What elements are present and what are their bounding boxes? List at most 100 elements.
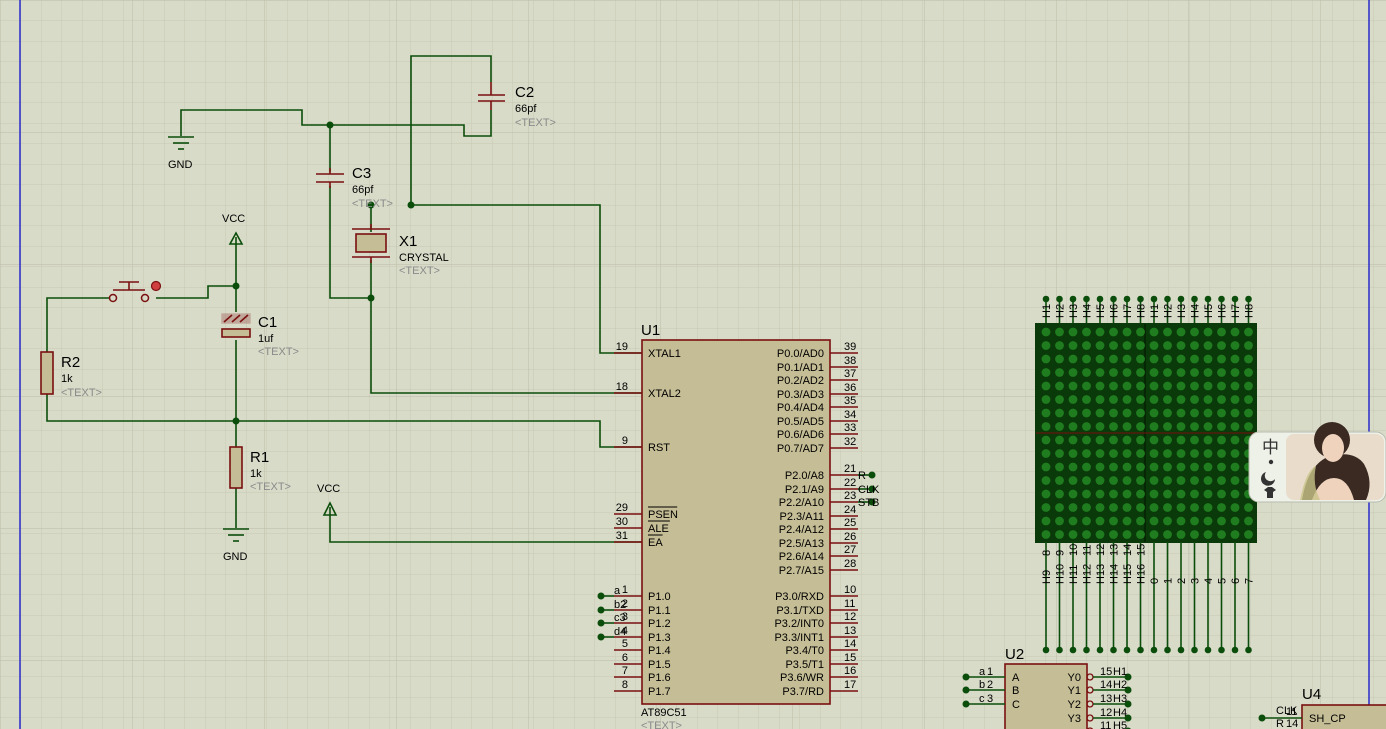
ime-punct-icon[interactable] <box>1268 459 1274 465</box>
capacitor-c3[interactable]: C3 66pf <TEXT> <box>316 165 393 210</box>
matrix-pin-terminal[interactable] <box>1204 295 1212 303</box>
net-terminal[interactable] <box>1124 700 1132 708</box>
matrix-pin-terminal[interactable] <box>1083 646 1090 654</box>
led <box>1203 422 1213 431</box>
ime-floating-widget[interactable]: 中 <box>1248 422 1386 503</box>
vcc-symbol-1[interactable]: VCC <box>222 213 245 245</box>
matrix-pin-terminal[interactable] <box>1150 646 1158 654</box>
led <box>1055 503 1064 512</box>
matrix-pin-terminal[interactable] <box>1069 646 1077 654</box>
net-terminal[interactable] <box>1124 714 1132 722</box>
led <box>1136 449 1145 458</box>
led <box>1149 516 1159 526</box>
u2-pin-name: Y3 <box>1068 713 1081 725</box>
matrix-pin-terminal[interactable] <box>1137 646 1144 654</box>
u1-pin-num: 8 <box>622 679 628 691</box>
resistor-r2[interactable]: R2 1k <TEXT> <box>40 351 102 399</box>
u1-pin-name: P3.3/INT1 <box>774 632 824 644</box>
matrix-pin-terminal[interactable] <box>1245 295 1252 303</box>
led <box>1122 503 1132 512</box>
ic-u1-at89c51[interactable]: U1 AT89C51 <TEXT> 19XTAL118XTAL29RST29PS… <box>597 322 881 729</box>
matrix-pin-terminal[interactable] <box>1245 646 1252 654</box>
led <box>1230 476 1240 485</box>
matrix-pin-terminal[interactable] <box>1069 295 1077 303</box>
led <box>1230 327 1240 337</box>
vcc-symbol-2[interactable]: VCC <box>317 483 340 516</box>
matrix-pin-num: 11 <box>1082 545 1094 556</box>
matrix-bottom-label: 7 <box>1244 578 1256 584</box>
capacitor-c1[interactable]: C1 1uf <TEXT> <box>221 313 299 358</box>
led <box>1068 368 1078 377</box>
matrix-pin-terminal[interactable] <box>1137 295 1144 303</box>
matrix-pin-terminal[interactable] <box>1191 295 1198 303</box>
u1-pin-num: 19 <box>616 341 628 353</box>
matrix-pin-terminal[interactable] <box>1177 295 1185 303</box>
matrix-pin-terminal[interactable] <box>1096 646 1104 654</box>
matrix-pin-terminal[interactable] <box>1123 295 1131 303</box>
matrix-pin-terminal[interactable] <box>1231 295 1239 303</box>
led <box>1082 449 1091 458</box>
led <box>1136 422 1145 431</box>
ic-u4[interactable]: U4 SH_CP CLK 11 R 14 <box>1258 686 1386 729</box>
led <box>1230 368 1240 377</box>
matrix-pin-terminal[interactable] <box>1164 646 1171 654</box>
matrix-pin-terminal[interactable] <box>1231 646 1239 654</box>
switch-actuator-icon[interactable] <box>150 280 162 292</box>
matrix-pin-terminal[interactable] <box>1164 295 1171 303</box>
moon-icon[interactable] <box>1261 472 1275 486</box>
capacitor-c2[interactable]: C2 66pf <TEXT> <box>478 82 556 129</box>
led <box>1244 408 1253 418</box>
led <box>1203 489 1213 499</box>
led <box>1203 354 1213 364</box>
crystal-x1[interactable]: X1 CRYSTAL <TEXT> <box>352 224 449 277</box>
matrix-pin-terminal[interactable] <box>1056 295 1063 303</box>
matrix-top-label: H6 <box>1109 304 1121 318</box>
led <box>1122 395 1132 404</box>
matrix-pin-terminal[interactable] <box>1123 646 1131 654</box>
matrix-pin-terminal[interactable] <box>1042 646 1050 654</box>
resistor-r1[interactable]: R1 1k <TEXT> <box>229 446 291 493</box>
led <box>1163 516 1172 526</box>
matrix-pin-terminal[interactable] <box>1083 295 1090 303</box>
led <box>1041 476 1051 485</box>
u2-pin-num: 14 <box>1100 679 1112 691</box>
matrix-pin-terminal[interactable] <box>1042 295 1050 303</box>
matrix-bottom-label: H11 <box>1068 565 1080 584</box>
c1-value: 1uf <box>258 333 274 345</box>
led <box>1068 530 1078 539</box>
u1-pin-num: 21 <box>844 463 856 475</box>
matrix-pin-terminal[interactable] <box>1204 646 1212 654</box>
matrix-pin-terminal[interactable] <box>1110 295 1117 303</box>
matrix-pin-terminal[interactable] <box>1218 295 1225 303</box>
led <box>1149 462 1159 472</box>
u1-pin-num: 26 <box>844 531 856 543</box>
matrix-pin-terminal[interactable] <box>1110 646 1117 654</box>
led <box>1163 530 1172 539</box>
ime-mode-glyph[interactable]: 中 <box>1262 438 1279 458</box>
shirt-icon[interactable] <box>1264 487 1276 498</box>
led <box>1217 476 1226 485</box>
led <box>1176 354 1186 364</box>
gnd-symbol-1[interactable]: GND <box>168 136 194 171</box>
matrix-pin-terminal[interactable] <box>1177 646 1185 654</box>
led <box>1122 341 1132 350</box>
matrix-pin-terminal[interactable] <box>1056 646 1063 654</box>
led <box>1068 449 1078 458</box>
led <box>1122 530 1132 539</box>
u1-pin-num: 38 <box>844 355 856 367</box>
matrix-top-label: H2 <box>1163 304 1175 318</box>
net-terminal[interactable] <box>1124 673 1132 681</box>
matrix-pin-terminal[interactable] <box>1191 646 1198 654</box>
r1-ref: R1 <box>250 449 269 466</box>
gnd-symbol-2[interactable]: GND <box>223 528 249 563</box>
matrix-pin-terminal[interactable] <box>1096 295 1104 303</box>
led <box>1068 516 1078 526</box>
matrix-pin-terminal[interactable] <box>1150 295 1158 303</box>
matrix-pin-terminal[interactable] <box>1218 646 1225 654</box>
pushbutton-switch[interactable] <box>108 280 162 303</box>
net-terminal[interactable] <box>1124 686 1132 694</box>
